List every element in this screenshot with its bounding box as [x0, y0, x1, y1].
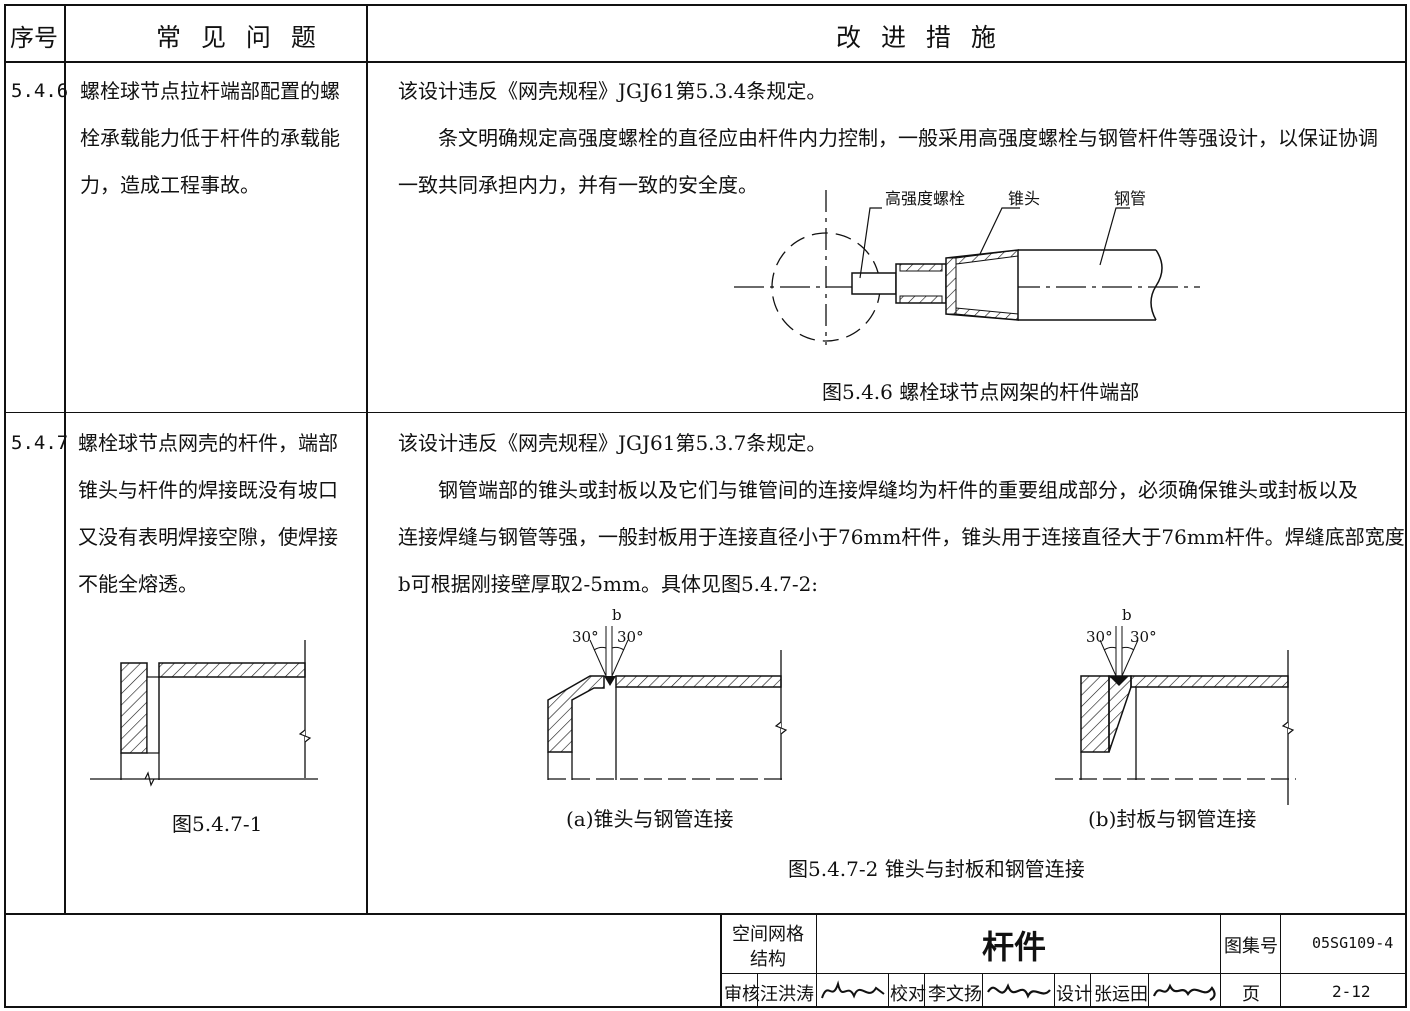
tb-rule [1280, 913, 1281, 1008]
problem-line: 螺栓球节点拉杆端部配置的螺 [80, 79, 340, 103]
row-rule [4, 412, 1407, 413]
col-rule-2 [366, 4, 368, 914]
header-rule [4, 61, 1407, 63]
row-number: 5.4.6 [11, 80, 69, 102]
tb-check-name: 李文扬 [928, 984, 982, 1005]
tb-atlas-number: 05SG109-4 [1312, 934, 1394, 952]
tb-rule [1148, 973, 1149, 1008]
problem-line: 力，造成工程事故。 [80, 173, 260, 197]
tb-rule [982, 973, 983, 1008]
figure-caption: 图5.4.7-1 [172, 812, 263, 836]
tb-rule [816, 973, 817, 1008]
angle-label-right: 30° [617, 628, 644, 646]
measure-line: 钢管端部的锥头或封板以及它们与锥管间的连接焊缝均为杆件的重要组成部分，必须确保锥… [438, 478, 1358, 502]
header-col-no: 序号 [10, 24, 58, 52]
problem-line: 栓承载能力低于杆件的承载能 [80, 126, 340, 150]
tb-review-signature [821, 980, 885, 999]
figure-caption: 图5.4.7-2 锥头与封板和钢管连接 [788, 857, 1085, 881]
tb-atlas-label: 图集号 [1224, 936, 1278, 957]
measure-line: 连接焊缝与钢管等强，一般封板用于连接直径小于76mm杆件，锥头用于连接直径大于7… [398, 525, 1405, 549]
tb-rule [816, 913, 817, 973]
tb-rule [924, 973, 925, 1008]
tb-category-line2: 结构 [750, 949, 786, 970]
tb-rule [888, 973, 889, 1008]
tb-page-number: 2-12 [1332, 982, 1371, 1001]
drawing-frame [4, 4, 1407, 1008]
header-col-measure: 改 进 措 施 [836, 23, 1002, 52]
figure-label-pipe: 钢管 [1114, 189, 1147, 208]
figure-label-bolt: 高强度螺栓 [885, 189, 966, 208]
measure-line: 条文明确规定高强度螺栓的直径应由杆件内力控制，一般采用高强度螺栓与钢管杆件等强设… [438, 126, 1378, 150]
problem-line: 锥头与杆件的焊接既没有坡口 [78, 478, 338, 502]
tb-design-label: 设计 [1056, 984, 1092, 1005]
row-number: 5.4.7 [11, 432, 69, 454]
measure-line: 一致共同承担内力，并有一致的安全度。 [398, 173, 758, 197]
figure-caption: 图5.4.6 螺栓球节点网架的杆件端部 [822, 380, 1140, 404]
tb-title: 杆件 [982, 928, 1047, 966]
angle-label-left: 30° [1086, 628, 1113, 646]
measure-line: 该设计违反《网壳规程》JGJ61第5.3.4条规定。 [398, 79, 827, 103]
gap-label: b [612, 606, 622, 624]
tb-rule [1220, 913, 1221, 1008]
measure-line: 该设计违反《网壳规程》JGJ61第5.3.7条规定。 [398, 431, 827, 455]
tb-check-label: 校对 [890, 984, 926, 1005]
tb-category-line1: 空间网格 [732, 924, 804, 945]
tb-review-name: 汪洪涛 [760, 984, 814, 1005]
gap-label: b [1122, 606, 1132, 624]
tb-rule [1054, 973, 1055, 1008]
angle-label-right: 30° [1130, 628, 1157, 646]
col-rule-1 [64, 4, 66, 914]
tb-design-signature [1152, 983, 1216, 1001]
problem-line: 螺栓球节点网壳的杆件，端部 [78, 431, 338, 455]
subfigure-a-caption: (a)锥头与钢管连接 [566, 807, 734, 831]
problem-line: 又没有表明焊接空隙，使焊接 [78, 525, 338, 549]
tb-design-name: 张运田 [1094, 984, 1148, 1005]
tb-check-signature [987, 983, 1051, 999]
angle-label-left: 30° [572, 628, 599, 646]
measure-line: b可根据刚接壁厚取2-5mm。具体见图5.4.7-2: [398, 572, 819, 596]
tb-rule [720, 913, 722, 1008]
tb-rule [757, 973, 758, 1008]
tb-page-label: 页 [1242, 984, 1260, 1005]
figure-label-cone: 锥头 [1008, 189, 1041, 208]
problem-line: 不能全熔透。 [78, 572, 198, 596]
tb-rule [720, 973, 1407, 974]
table-bottom-rule [4, 913, 1407, 915]
tb-rule [1090, 973, 1091, 1008]
subfigure-b-caption: (b)封板与钢管连接 [1088, 807, 1257, 831]
tb-review-label: 审核 [724, 984, 760, 1005]
header-col-problem: 常 见 问 题 [156, 23, 322, 52]
